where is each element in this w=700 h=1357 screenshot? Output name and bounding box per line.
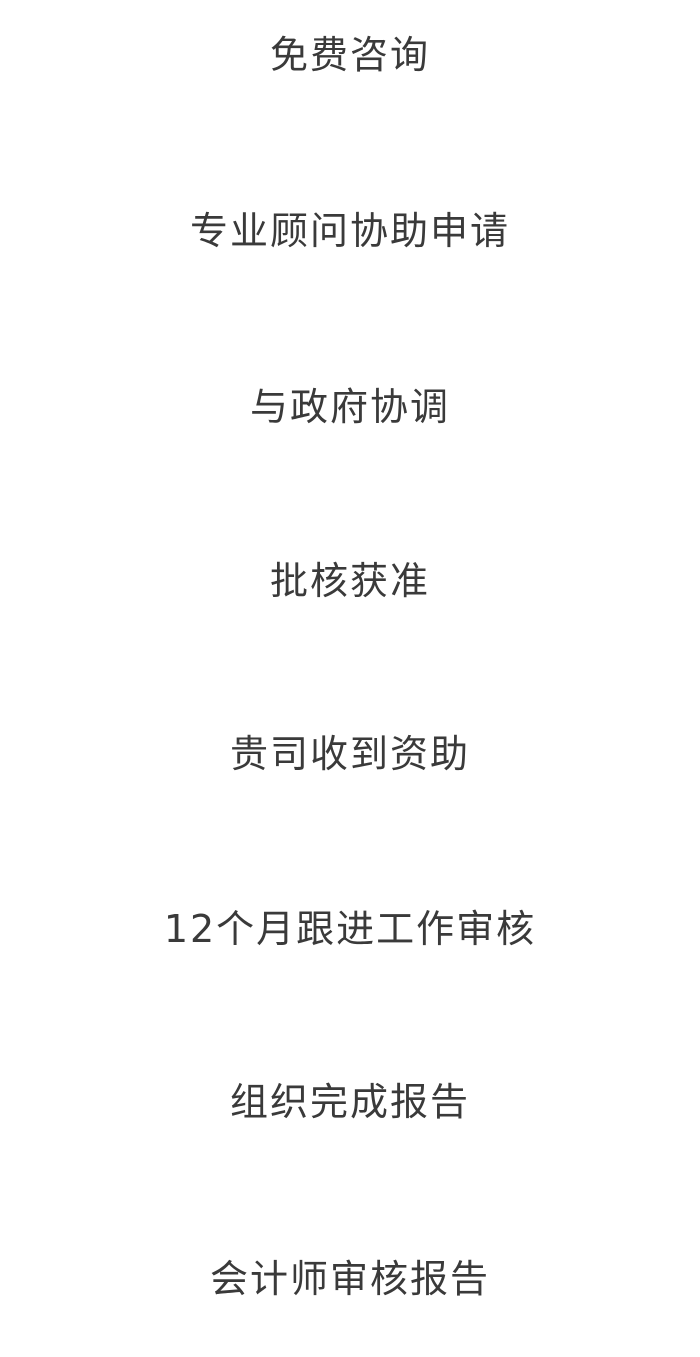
step-accountant-audit-report: 会计师审核报告 xyxy=(209,1257,490,1301)
step-government-coordination: 与政府协调 xyxy=(249,385,450,429)
step-completion-report: 组织完成报告 xyxy=(229,1080,470,1124)
step-12-month-follow-up-audit: 12个月跟进工作审核 xyxy=(163,907,537,951)
step-consultant-assisted-application: 专业顾问协助申请 xyxy=(189,209,510,253)
step-free-consultation: 免费咨询 xyxy=(269,33,430,77)
step-funding-received: 贵司收到资助 xyxy=(229,732,470,776)
step-approval: 批核获准 xyxy=(269,559,430,603)
